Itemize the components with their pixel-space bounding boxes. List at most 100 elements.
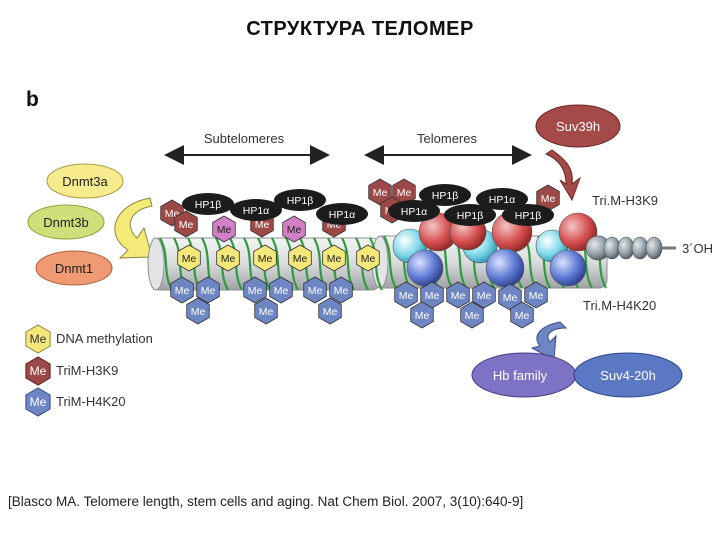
methylation-hexagon [170, 276, 194, 304]
me-label: Me [465, 310, 480, 322]
dnmt1-enzyme: Dnmt1 [35, 250, 113, 286]
methylation-hexagon [254, 297, 278, 325]
slide-title: СТРУКТУРА ТЕЛОМЕР [246, 18, 474, 40]
dna-strand-segment [159, 237, 173, 291]
hp1-label: HP1β [515, 210, 541, 222]
dnmt3b-label: Dnmt3b [43, 215, 89, 230]
legend-trim-h3k9: Me TriM-H3K9 [25, 356, 118, 386]
suv39h-label: Suv39h [556, 119, 600, 134]
methylation-hexagon [288, 244, 312, 272]
methylation-hexagon [269, 276, 293, 304]
me-label: Me [221, 253, 236, 265]
hp1-label: HP1α [401, 206, 428, 218]
legend-yellow-hexagon [25, 324, 51, 354]
me-label: Me [327, 253, 342, 265]
me-label: Me [477, 290, 492, 302]
me-label: Me [334, 285, 349, 297]
legend-dna-methylation: Me DNA methylation [25, 324, 153, 354]
dnmt3b-enzyme: Dnmt3b [27, 204, 105, 240]
telomere-overhang [603, 236, 663, 260]
hp1-label: HP1α [489, 194, 516, 206]
methylation-hexagon [253, 244, 277, 272]
trim-h4k20-label: Tri.M-H4K20 [583, 298, 656, 313]
suv4-20h-label: Suv4-20h [600, 368, 656, 383]
legend-trim-h4k20: Me TriM-H4K20 [25, 387, 126, 417]
methylation-hexagon [177, 244, 201, 272]
methylation-hexagon [303, 276, 327, 304]
hp1-protein [182, 193, 234, 215]
subtelomeres-label: Subtelomeres [204, 131, 285, 146]
telomeres-label: Telomeres [417, 131, 477, 146]
dnmt3a-enzyme: Dnmt3a [46, 163, 124, 199]
nucleosome-ball [558, 212, 598, 252]
hp1-label: HP1β [432, 190, 458, 202]
suv39h-arrow [544, 149, 582, 202]
methylation-hexagon [186, 297, 210, 325]
me-label: Me [248, 285, 263, 297]
dnmt1-label: Dnmt1 [55, 261, 93, 276]
trim-h3k9-label: Tri.M-H3K9 [592, 193, 658, 208]
methylation-hexagon [446, 281, 470, 309]
hp1-label: HP1β [195, 199, 221, 211]
citation: [Blasco MA. Telomere length, stem cells … [8, 494, 524, 509]
hp1-label: HP1α [243, 205, 270, 217]
me-label: Me [451, 290, 466, 302]
me-label: Me [425, 290, 440, 302]
hp1-protein [419, 184, 471, 206]
hp1-label: HP1β [287, 195, 313, 207]
legend-red-hexagon [25, 356, 51, 386]
methylation-hexagon [510, 301, 534, 329]
me-label: Me [415, 310, 430, 322]
me-label: Me [255, 219, 270, 231]
legend-blue-me: Me [30, 395, 47, 409]
hp1-protein [230, 199, 282, 221]
methylation-hexagon [282, 215, 306, 243]
me-label: Me [217, 224, 232, 236]
me-label: Me [191, 306, 206, 318]
legend-red-me: Me [30, 364, 47, 378]
methylation-hexagon [524, 281, 548, 309]
methylation-hexagon [329, 276, 353, 304]
me-label: Me [287, 224, 302, 236]
me-label: Me [259, 306, 274, 318]
me-label: Me [293, 253, 308, 265]
me-label: Me [399, 290, 414, 302]
panel-letter: b [26, 88, 39, 111]
suv420h-arrow [530, 321, 568, 361]
me-label: Me [541, 193, 556, 205]
legend-yellow-me: Me [30, 332, 47, 346]
suv39h-enzyme: Suv39h [535, 104, 621, 148]
hb-family-enzyme: Hb family [471, 352, 577, 398]
methylation-hexagon [212, 215, 236, 243]
methylation-hexagon [498, 283, 522, 311]
methylation-hexagon [322, 244, 346, 272]
legend-dna-methylation-label: DNA methylation [56, 331, 153, 346]
methylation-hexagon [318, 297, 342, 325]
me-label: Me [373, 187, 388, 199]
overhang-unit [603, 236, 621, 260]
me-label: Me [182, 253, 197, 265]
methylation-hexagon [460, 301, 484, 329]
nucleosome-ball [485, 248, 525, 288]
methylation-hexagon [410, 301, 434, 329]
me-label: Me [175, 285, 190, 297]
me-label: Me [361, 253, 376, 265]
methylation-hexagon [472, 281, 496, 309]
legend-trim-h4k20-label: TriM-H4K20 [56, 394, 126, 409]
hp1-protein [274, 189, 326, 211]
me-label: Me [308, 285, 323, 297]
hp1-label: HP1α [329, 209, 356, 221]
legend-blue-hexagon [25, 387, 51, 417]
hp1-protein [444, 204, 496, 226]
overhang-unit [645, 236, 663, 260]
me-label: Me [274, 285, 289, 297]
suv4-20h-enzyme: Suv4-20h [573, 352, 683, 398]
hp1-protein [476, 188, 528, 210]
methylation-hexagon [243, 276, 267, 304]
methylation-hexagon [216, 244, 240, 272]
hb-family-label: Hb family [493, 368, 548, 383]
hp1-protein [502, 204, 554, 226]
methylation-hexagon [196, 276, 220, 304]
